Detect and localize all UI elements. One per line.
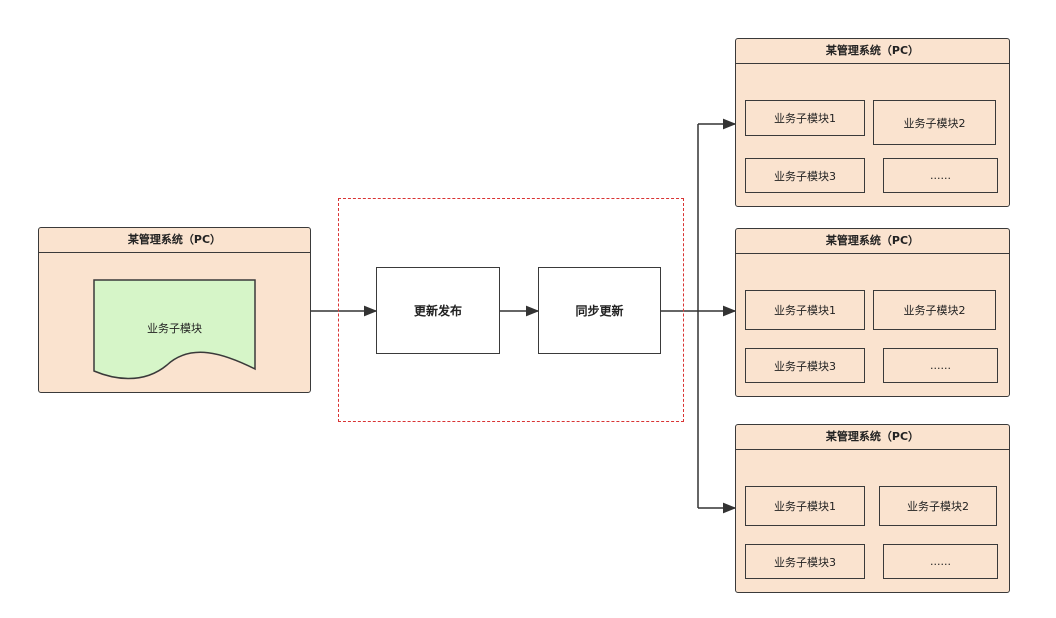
document-shape	[93, 279, 256, 380]
submodule-2: 业务子模块2	[873, 290, 996, 330]
process-group	[338, 198, 684, 422]
submodule-more: ......	[883, 158, 998, 193]
target-system-title: 某管理系统（PC）	[736, 229, 1009, 254]
step-publish: 更新发布	[376, 267, 500, 354]
submodule-3: 业务子模块3	[745, 544, 865, 579]
target-system-title: 某管理系统（PC）	[736, 425, 1009, 450]
submodule-more: ......	[883, 348, 998, 383]
target-system-1: 某管理系统（PC） 业务子模块1 业务子模块2 业务子模块3 ......	[735, 38, 1010, 207]
submodule-1: 业务子模块1	[745, 486, 865, 526]
document-shape-body	[93, 279, 256, 380]
target-system-2: 某管理系统（PC） 业务子模块1 业务子模块2 业务子模块3 ......	[735, 228, 1010, 397]
submodule-3: 业务子模块3	[745, 158, 865, 193]
submodule-1: 业务子模块1	[745, 290, 865, 330]
submodule-2: 业务子模块2	[873, 100, 996, 145]
submodule-1: 业务子模块1	[745, 100, 865, 136]
submodule-more: ......	[883, 544, 998, 579]
source-module-label: 业务子模块	[147, 322, 202, 335]
submodule-2: 业务子模块2	[879, 486, 997, 526]
source-system-title: 某管理系统（PC）	[39, 228, 310, 253]
step-sync: 同步更新	[538, 267, 661, 354]
target-system-title: 某管理系统（PC）	[736, 39, 1009, 64]
target-system-3: 某管理系统（PC） 业务子模块1 业务子模块2 业务子模块3 ......	[735, 424, 1010, 593]
submodule-3: 业务子模块3	[745, 348, 865, 383]
